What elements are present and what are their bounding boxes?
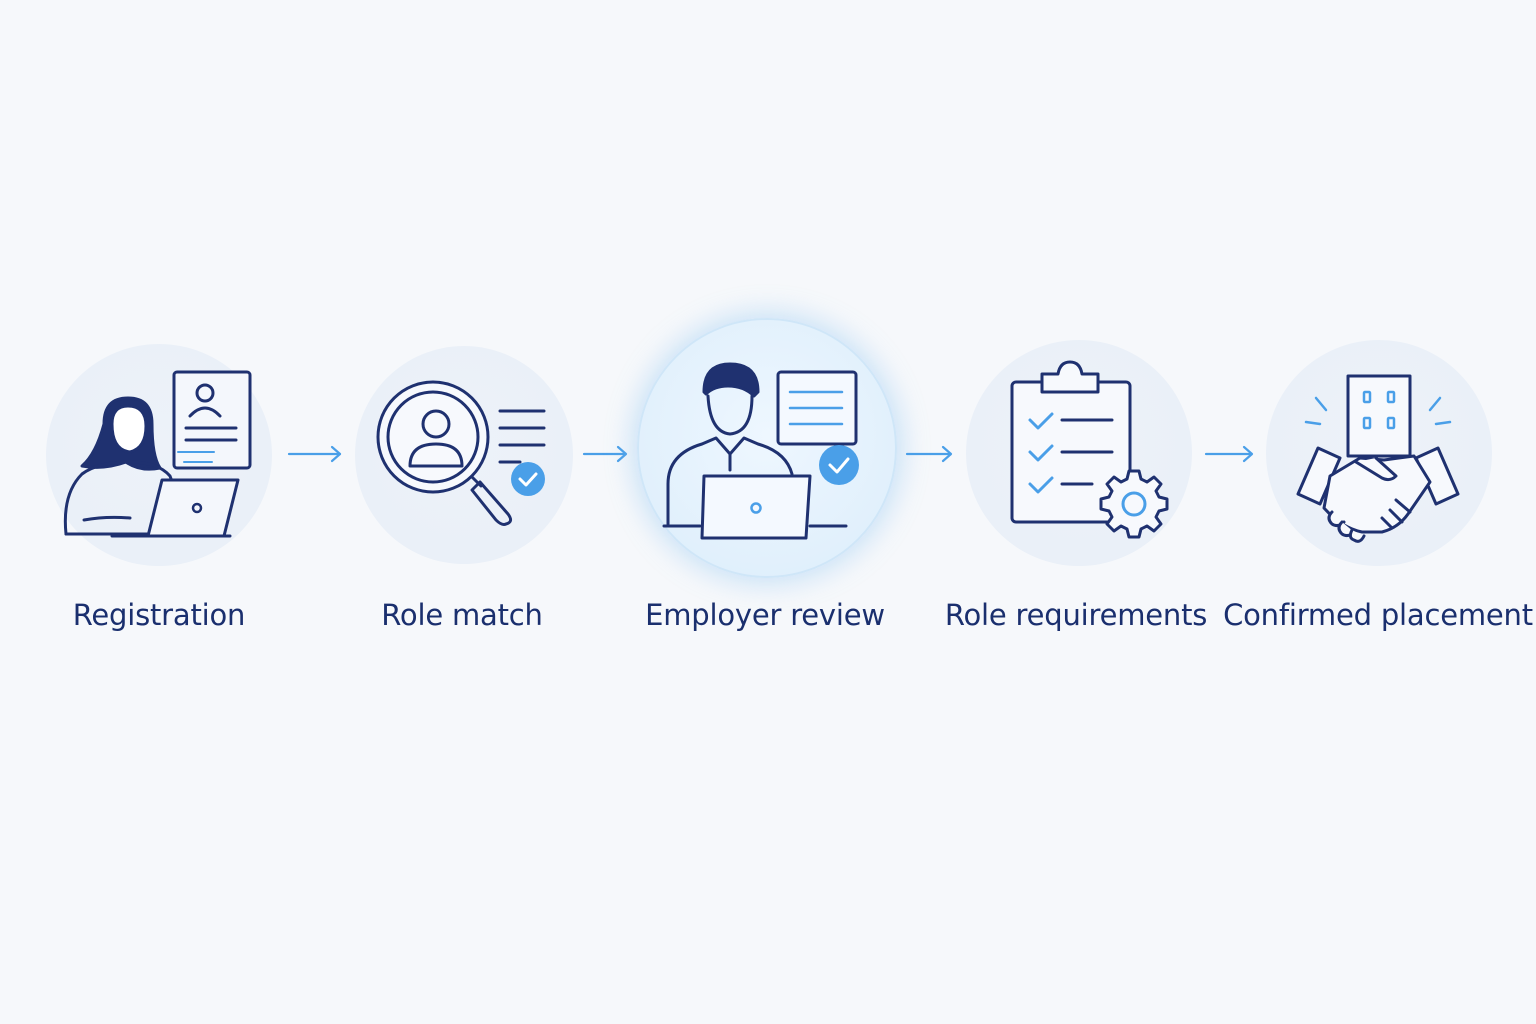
step-label: Role match: [381, 598, 543, 632]
step-label: Employer review: [645, 598, 885, 632]
arrow-right-icon: [287, 445, 342, 463]
arrow-right-icon: [905, 445, 953, 463]
step-label: Role requirements: [944, 598, 1208, 632]
step-label: Registration: [72, 598, 246, 632]
step-label: Confirmed placement: [1223, 598, 1533, 632]
arrow-right-icon: [582, 445, 628, 463]
arrow-right-icon: [1204, 445, 1254, 463]
